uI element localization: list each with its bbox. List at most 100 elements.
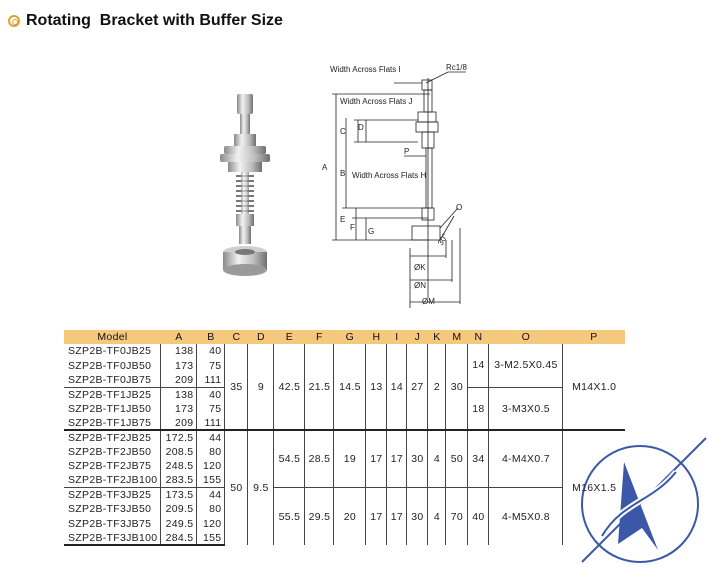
b-cell: 111 [196, 415, 226, 431]
f-cell: 21.5 [304, 344, 335, 431]
dim-c-label: C [340, 127, 346, 136]
table-row: SZP2B-TF1JB25 138 40 18 3-M3X0.5 [64, 386, 625, 431]
bullet-icon [8, 15, 20, 27]
dim-d-label: D [358, 123, 364, 132]
table-row: SZP2B-TF2JB75 248.5 120 [64, 459, 625, 474]
a-cell: 138 [160, 386, 198, 402]
g-cell: 14.5 [333, 344, 367, 431]
b-cell: 44 [196, 429, 226, 445]
a-cell: 173 [160, 401, 198, 416]
watermark-logo [581, 437, 707, 563]
k-cell: 4 [427, 487, 447, 546]
dim-m-label: ØM [422, 297, 435, 306]
a-cell: 172.5 [160, 429, 198, 445]
m-cell: 30 [445, 344, 469, 431]
m-cell: 50 [445, 429, 469, 488]
i-cell: 17 [386, 487, 408, 546]
o-cell: 3-M3X0.5 [488, 386, 564, 431]
model-cell: SZP2B-TF1JB25 [64, 386, 162, 402]
table-row: SZP2B-TF0JB75 209 111 [64, 372, 625, 388]
c-cell: 50 [224, 429, 249, 546]
a-cell: 208.5 [160, 444, 198, 460]
model-cell: SZP2B-TF2JB25 [64, 429, 162, 445]
dim-o-label: O [456, 203, 462, 212]
c-cell: 35 [224, 344, 249, 431]
angle-label: 30° [436, 232, 450, 247]
model-cell: SZP2B-TF1JB50 [64, 401, 162, 416]
h-cell: 17 [365, 487, 388, 546]
a-cell: 209.5 [160, 502, 198, 517]
col-i: I [386, 330, 407, 344]
model-cell: SZP2B-TF3JB25 [64, 487, 162, 503]
o-cell: 4-M4X0.7 [488, 429, 564, 488]
model-cell: SZP2B-TF1JB75 [64, 415, 162, 431]
b-cell: 155 [196, 531, 226, 547]
dim-k-label: ØK [414, 263, 426, 272]
k-cell: 4 [427, 429, 447, 488]
b-cell: 44 [196, 487, 226, 503]
table-row: SZP2B-TF0JB25 138 40 35 9 42.5 21.5 14.5… [64, 344, 625, 431]
label-waf-j: Width Across Flats J [340, 97, 412, 106]
dim-g-label: G [368, 227, 374, 236]
model-cell: SZP2B-TF2JB75 [64, 459, 162, 474]
table-row: SZP2B-TF2JB100 283.5 155 [64, 473, 625, 488]
p-cell: M14X1.0 [572, 380, 617, 393]
model-cell: SZP2B-TF0JB25 [64, 344, 162, 359]
label-waf-h: Width Across Flats H [352, 171, 426, 180]
g-cell: 19 [333, 429, 367, 488]
table-row: SZP2B-TF2JB50 208.5 80 [64, 444, 625, 460]
product-photo [220, 94, 270, 276]
col-n: N [467, 330, 489, 344]
col-o: O [488, 330, 563, 344]
a-cell: 138 [160, 344, 198, 359]
col-c: C [224, 330, 248, 344]
dim-f-label: F [350, 223, 355, 232]
col-m: M [445, 330, 468, 344]
a-cell: 209 [160, 415, 198, 431]
n-cell: 14 [467, 344, 490, 388]
a-cell: 173 [160, 358, 198, 373]
b-cell: 80 [196, 444, 226, 460]
table-row: SZP2B-TF3JB50 209.5 80 [64, 502, 625, 517]
model-cell: SZP2B-TF2JB100 [64, 473, 162, 488]
table-row: SZP2B-TF1JB50 173 75 [64, 401, 625, 416]
o-cell: 4-M5X0.8 [488, 487, 564, 546]
n-cell: 18 [467, 386, 490, 431]
dimension-drawing: Width Across Flats I Rc1/8 Width Across … [322, 63, 467, 308]
b-cell: 40 [196, 386, 226, 402]
table-row: SZP2B-TF3JB100 284.5 155 [64, 531, 625, 547]
col-model: Model [64, 330, 161, 344]
label-rc: Rc1/8 [446, 63, 467, 72]
b-cell: 120 [196, 459, 226, 474]
h-cell: 13 [365, 344, 388, 431]
section-title: Rotating Bracket with Buffer Size [8, 12, 283, 30]
dim-n-label: ØN [414, 281, 426, 290]
n-cell: 40 [467, 487, 490, 546]
col-e: E [273, 330, 305, 344]
j-cell: 30 [406, 487, 429, 546]
col-b: B [196, 330, 225, 344]
n-cell: 34 [467, 429, 490, 488]
model-cell: SZP2B-TF0JB75 [64, 372, 162, 388]
e-cell: 55.5 [273, 487, 306, 546]
b-cell: 120 [196, 516, 226, 532]
b-cell: 80 [196, 502, 226, 517]
e-cell: 54.5 [273, 429, 306, 488]
col-h: H [365, 330, 387, 344]
col-f: F [304, 330, 334, 344]
dim-p-label: P [404, 147, 409, 156]
size-table: Model A B C D E F G H I J K M N O P SZP2… [64, 330, 625, 547]
table-row: SZP2B-TF3JB75 249.5 120 [64, 516, 625, 532]
dim-e-label: E [340, 215, 345, 224]
title-text: Rotating Bracket with Buffer Size [26, 12, 283, 29]
m-cell: 70 [445, 487, 469, 546]
b-cell: 75 [196, 401, 226, 416]
i-cell: 14 [386, 344, 408, 431]
j-cell: 27 [406, 344, 429, 431]
model-cell: SZP2B-TF3JB100 [64, 531, 162, 547]
label-waf-i: Width Across Flats I [330, 65, 401, 74]
d-cell: 9 [247, 344, 275, 431]
o-cell: 3-M2.5X0.45 [488, 344, 564, 388]
e-cell: 42.5 [273, 344, 306, 431]
model-cell: SZP2B-TF0JB50 [64, 358, 162, 373]
